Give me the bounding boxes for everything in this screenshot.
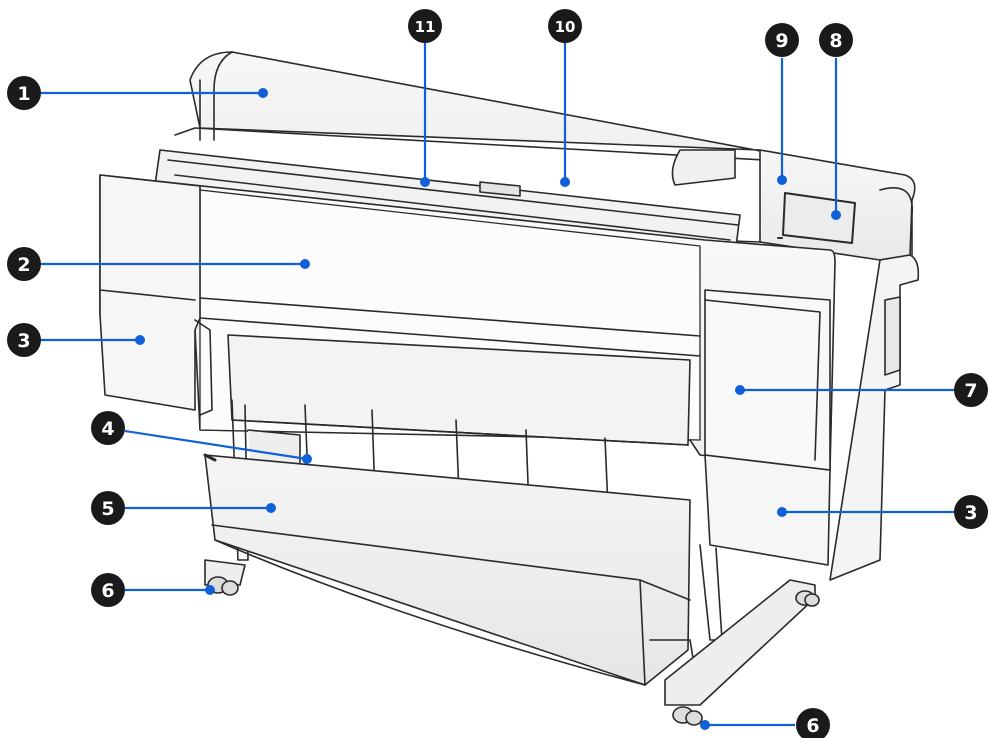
svg-text:7: 7 — [964, 380, 977, 402]
svg-text:2: 2 — [17, 254, 30, 276]
dot-8 — [831, 210, 841, 220]
right-side-panel — [829, 254, 920, 581]
svg-text:3: 3 — [964, 502, 977, 524]
svg-text:6: 6 — [101, 580, 114, 602]
printer-illustration — [99, 51, 920, 726]
svg-text:10: 10 — [555, 18, 576, 36]
callout-4: 4 — [91, 411, 125, 445]
dot-10 — [560, 177, 570, 187]
casters — [207, 576, 820, 726]
svg-text:11: 11 — [415, 18, 436, 36]
callout-6-right: 6 — [796, 708, 830, 738]
dot-4 — [302, 454, 312, 464]
right-cartridge-cover — [704, 454, 831, 566]
svg-text:8: 8 — [829, 30, 842, 52]
leader-4 — [124, 429, 308, 461]
callout-8: 8 — [819, 23, 853, 57]
left-cartridge-cover — [99, 174, 201, 411]
svg-text:4: 4 — [101, 418, 114, 440]
paper-basket — [204, 454, 691, 686]
dot-5 — [266, 503, 276, 513]
svg-text:3: 3 — [17, 330, 30, 352]
callout-badges: 1 2 3 3 4 5 6 6 7 8 9 10 11 — [7, 9, 988, 738]
callout-3-left: 3 — [7, 323, 41, 357]
dot-9 — [777, 175, 787, 185]
callout-1: 1 — [7, 76, 41, 110]
svg-text:9: 9 — [775, 30, 788, 52]
dot-6a — [205, 585, 215, 595]
callout-6-left: 6 — [91, 573, 125, 607]
callout-5: 5 — [91, 491, 125, 525]
control-panel-screen — [782, 192, 856, 244]
callout-11: 11 — [408, 9, 442, 43]
dot-11 — [420, 177, 430, 187]
callout-3-right: 3 — [954, 495, 988, 529]
leader-lines — [40, 42, 955, 727]
callout-2: 2 — [7, 247, 41, 281]
callout-9: 9 — [765, 23, 799, 57]
dot-2 — [300, 259, 310, 269]
callout-7: 7 — [954, 373, 988, 407]
svg-text:6: 6 — [806, 715, 819, 737]
dot-3b — [777, 507, 787, 517]
dot-7 — [735, 385, 745, 395]
dot-1 — [258, 88, 268, 98]
dot-6b — [700, 720, 710, 730]
svg-text:5: 5 — [101, 498, 114, 520]
stand-right-leg — [699, 544, 723, 641]
lever-housing — [671, 149, 736, 186]
callout-10: 10 — [548, 9, 582, 43]
leader-endpoints — [135, 88, 841, 730]
dot-3a — [135, 335, 145, 345]
svg-text:1: 1 — [17, 83, 30, 105]
